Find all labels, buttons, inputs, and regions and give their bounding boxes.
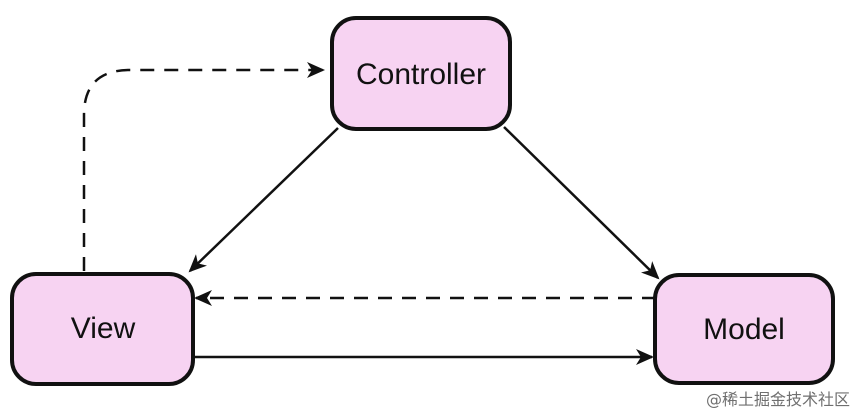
controller-to-model-arrow — [503, 126, 660, 280]
model-label: Model — [703, 313, 785, 346]
view-to-controller-dashed-arrow — [82, 62, 325, 271]
view-node: View — [10, 272, 195, 386]
controller-node: Controller — [330, 16, 512, 131]
view-label: View — [71, 312, 136, 345]
controller-to-view-arrow — [188, 127, 339, 273]
controller-label: Controller — [356, 58, 486, 91]
watermark-text: @稀土掘金技术社区 — [705, 390, 850, 409]
model-node: Model — [653, 273, 835, 385]
